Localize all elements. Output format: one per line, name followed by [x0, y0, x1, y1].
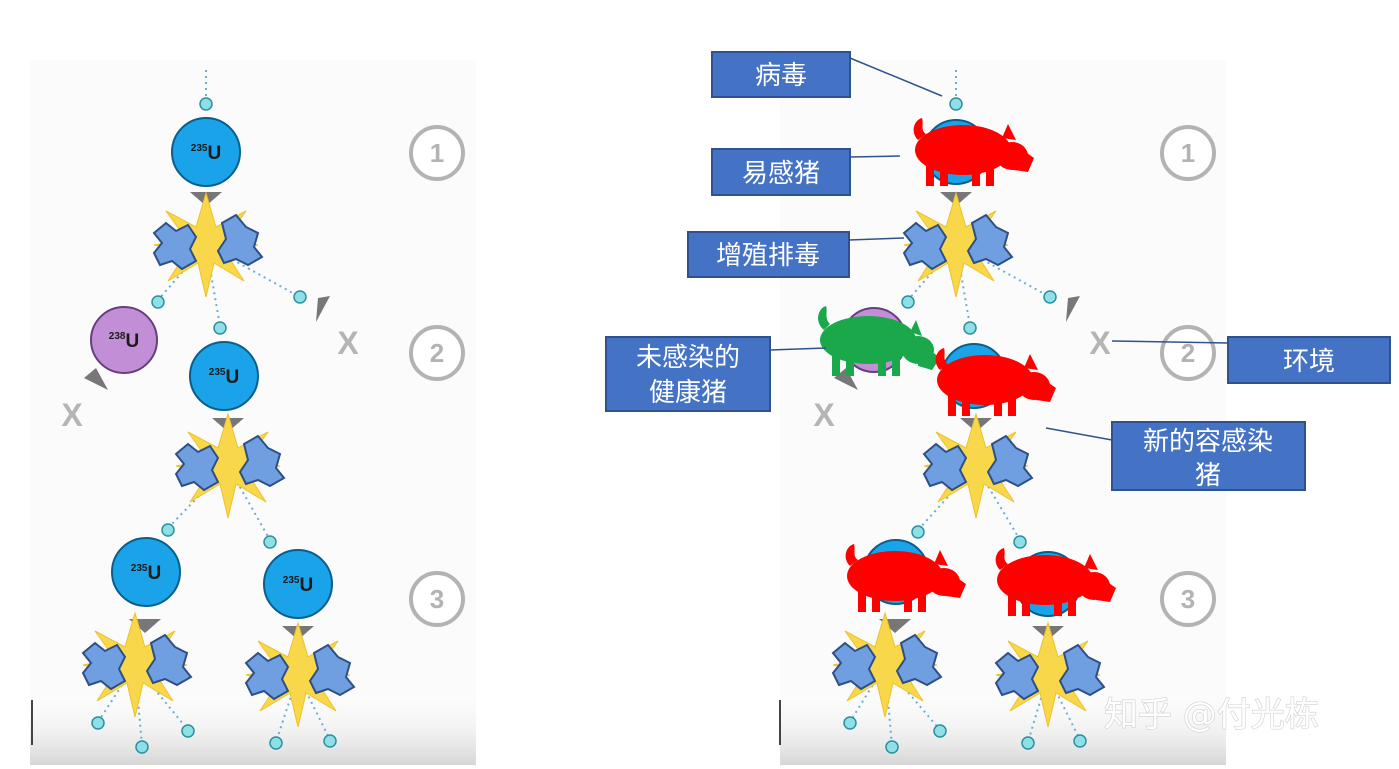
virus-particle [885, 740, 899, 754]
virus-particle [901, 295, 915, 309]
escape-x-mark: X [337, 325, 359, 361]
svg-text:新的容感染: 新的容感染 [1143, 427, 1273, 457]
label-replicate-shed: 增殖排毒 [687, 231, 850, 278]
u235-nucleus: 235U [263, 549, 333, 619]
label-new-susceptible-pig: 新的容感染 猪 [1111, 421, 1306, 491]
svg-text:1: 1 [430, 138, 444, 168]
step-badge: 1 [409, 125, 465, 181]
escape-arrow [316, 296, 330, 322]
u235-nucleus: 235U [111, 537, 181, 607]
escape-x-mark: X [61, 397, 83, 433]
escape-x-mark: X [1089, 325, 1111, 361]
neutron [213, 321, 227, 335]
step-badge: 1 [1160, 125, 1216, 181]
step-badge: 2 [1160, 325, 1216, 381]
label-leader-lines [769, 57, 1229, 441]
neutron [135, 740, 149, 754]
step-badge: 3 [409, 571, 465, 627]
virus-particle [843, 716, 857, 730]
neutron [263, 535, 277, 549]
svg-text:增殖排毒: 增殖排毒 [716, 241, 820, 271]
svg-text:2: 2 [430, 338, 444, 368]
neutron [323, 734, 337, 748]
neutron [269, 736, 283, 750]
virus-particle [933, 724, 947, 738]
label-susceptible-pig: 易感猪 [711, 148, 851, 196]
svg-text:235U: 235U [209, 367, 239, 388]
neutron [91, 716, 105, 730]
step-badge: 3 [1160, 571, 1216, 627]
svg-text:235U: 235U [191, 143, 221, 164]
label-uninfected-healthy-pig: 未感染的 健康猪 [605, 336, 771, 412]
svg-text:环境: 环境 [1283, 347, 1335, 377]
svg-text:易感猪: 易感猪 [742, 159, 820, 189]
svg-text:3: 3 [1181, 584, 1195, 614]
virus-particle [1073, 734, 1087, 748]
escape-arrow [1066, 296, 1080, 322]
watermark: 知乎 @付光栋 [1104, 695, 1319, 735]
svg-text:健康猪: 健康猪 [649, 378, 727, 408]
label-virus: 病毒 [711, 51, 851, 98]
neutron [151, 295, 165, 309]
svg-text:2: 2 [1181, 338, 1195, 368]
svg-text:238U: 238U [109, 331, 139, 352]
svg-text:未感染的: 未感染的 [636, 343, 740, 373]
step-badge: 2 [409, 325, 465, 381]
neutron [181, 724, 195, 738]
svg-text:235U: 235U [131, 563, 161, 584]
virus-particle [1013, 535, 1027, 549]
u238-nucleus: 238U [90, 306, 158, 374]
u235-nucleus: 235U [189, 341, 259, 411]
neutron [293, 290, 307, 304]
virus-particle [949, 97, 963, 111]
virus-particle [963, 321, 977, 335]
virus-particle [911, 525, 925, 539]
neutron [161, 523, 175, 537]
left-panel: 235U 235U 235U 235U 238U X X 1 2 [30, 60, 476, 765]
label-environment: 环境 [1227, 336, 1391, 384]
virus-particle [1021, 736, 1035, 750]
svg-text:1: 1 [1181, 138, 1195, 168]
u235-nucleus: 235U [171, 117, 241, 187]
svg-text:3: 3 [430, 584, 444, 614]
escape-x-mark: X [813, 397, 835, 433]
escape-arrow [84, 368, 108, 390]
svg-text:235U: 235U [283, 575, 313, 596]
svg-text:猪: 猪 [1195, 461, 1221, 491]
neutron [199, 97, 213, 111]
svg-text:病毒: 病毒 [755, 61, 807, 91]
virus-particle [1043, 290, 1057, 304]
right-panel: X X 1 2 3 病毒 易感猪 [605, 51, 1391, 765]
